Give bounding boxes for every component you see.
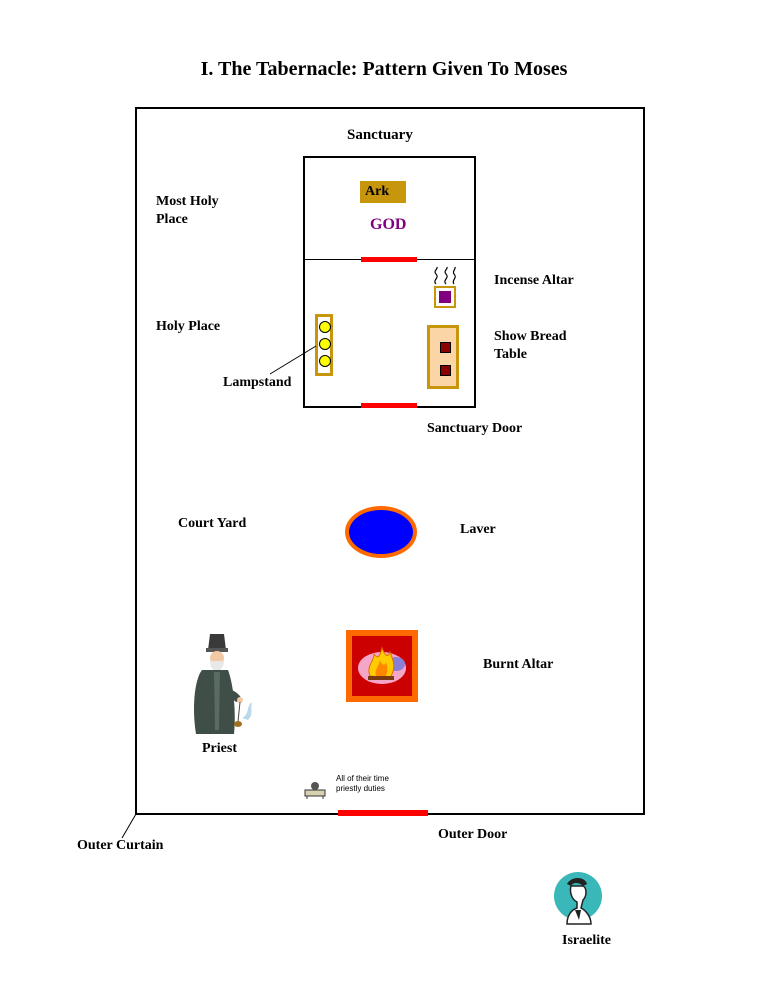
- lamp-light: [319, 321, 331, 333]
- outer-door: [338, 810, 428, 816]
- show-bread-label-2: Table: [494, 347, 527, 362]
- desk-icon: [304, 782, 326, 799]
- laver-label: Laver: [460, 522, 496, 537]
- incense-altar-top: [439, 291, 451, 303]
- lampstand: [315, 314, 333, 376]
- priest-label: Priest: [202, 741, 237, 756]
- sanctuary-door-label: Sanctuary Door: [427, 421, 523, 436]
- note-line-1: All of their time: [336, 774, 389, 783]
- show-bread-label-1: Show Bread: [494, 329, 567, 344]
- most-holy-label-1: Most Holy: [156, 194, 219, 209]
- veil-door: [361, 257, 417, 262]
- sanctuary-door: [361, 403, 417, 408]
- show-bread-table: [427, 325, 459, 389]
- ark: Ark: [360, 181, 406, 203]
- outer-curtain-label: Outer Curtain: [77, 838, 164, 853]
- outer-curtain-pointer: [121, 813, 137, 839]
- burnt-altar-label: Burnt Altar: [483, 657, 554, 672]
- priest-icon: [194, 634, 252, 734]
- laver: [345, 506, 417, 558]
- god-label: GOD: [370, 216, 407, 233]
- lamp-light: [319, 338, 331, 350]
- fire-icon: [358, 646, 406, 684]
- holy-place-label: Holy Place: [156, 319, 221, 334]
- note-line-2: priestly duties: [336, 784, 385, 793]
- smoke-icon: [434, 266, 456, 285]
- burnt-altar: [346, 630, 418, 702]
- most-holy-label-2: Place: [156, 212, 188, 227]
- page-title: I. The Tabernacle: Pattern Given To Mose…: [200, 58, 568, 80]
- bread-loaf: [440, 342, 451, 353]
- lampstand-label: Lampstand: [223, 375, 292, 390]
- israelite-label: Israelite: [562, 933, 611, 948]
- incense-altar-label: Incense Altar: [494, 273, 574, 288]
- sanctuary-label: Sanctuary: [347, 127, 413, 143]
- bread-loaf: [440, 365, 451, 376]
- israelite-icon: [554, 872, 602, 925]
- outer-door-label: Outer Door: [438, 827, 508, 842]
- lamp-light: [319, 355, 331, 367]
- burnt-altar-top: [352, 636, 412, 696]
- incense-altar: [434, 286, 456, 308]
- court-yard-label: Court Yard: [178, 516, 247, 531]
- lampstand-pointer: [269, 345, 317, 375]
